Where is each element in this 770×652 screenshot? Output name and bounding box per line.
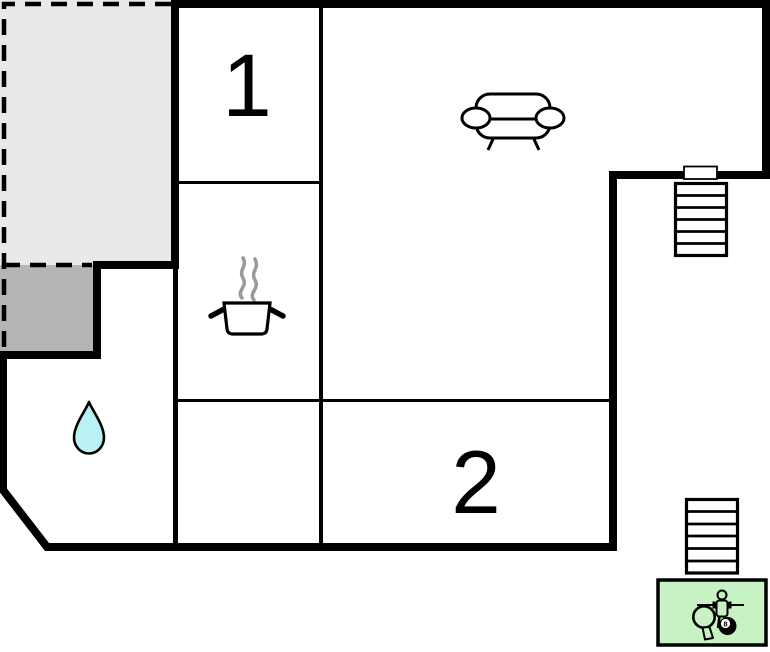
cooking-pot-icon xyxy=(208,256,286,336)
paddle-handle xyxy=(701,626,714,641)
room-below-kitchen xyxy=(179,403,318,543)
room-1-label: 1 xyxy=(222,35,272,135)
foosball-player-leg xyxy=(716,615,721,629)
water-drop-icon xyxy=(72,400,106,455)
steam-line xyxy=(250,257,259,302)
outer-wall xyxy=(0,0,770,551)
sofa-icon xyxy=(460,92,566,151)
game-room-icon: 8 xyxy=(691,589,744,641)
terrace-area xyxy=(0,0,171,265)
billiard-ball-circle xyxy=(720,618,731,629)
stair-treads xyxy=(687,510,737,563)
living-room xyxy=(323,8,609,398)
foosball-player-body xyxy=(715,599,729,618)
entrance-door xyxy=(683,165,718,180)
game-area: 8 xyxy=(656,578,768,647)
foosball-player-head xyxy=(716,589,728,601)
steam-line xyxy=(238,256,247,300)
room-2-label: 2 xyxy=(451,432,501,532)
stair-treads xyxy=(676,194,726,245)
terrace-dashed-border xyxy=(1,1,171,349)
pot-body xyxy=(222,301,272,336)
storage-area xyxy=(0,265,95,353)
kitchen xyxy=(179,185,318,398)
stairs-icon-upper xyxy=(673,181,729,258)
outer-wall-left xyxy=(0,0,179,359)
table-tennis-paddle-icon xyxy=(691,604,716,629)
billiard-ball-number: 8 xyxy=(723,620,727,629)
stairs-icon-lower xyxy=(684,497,740,575)
